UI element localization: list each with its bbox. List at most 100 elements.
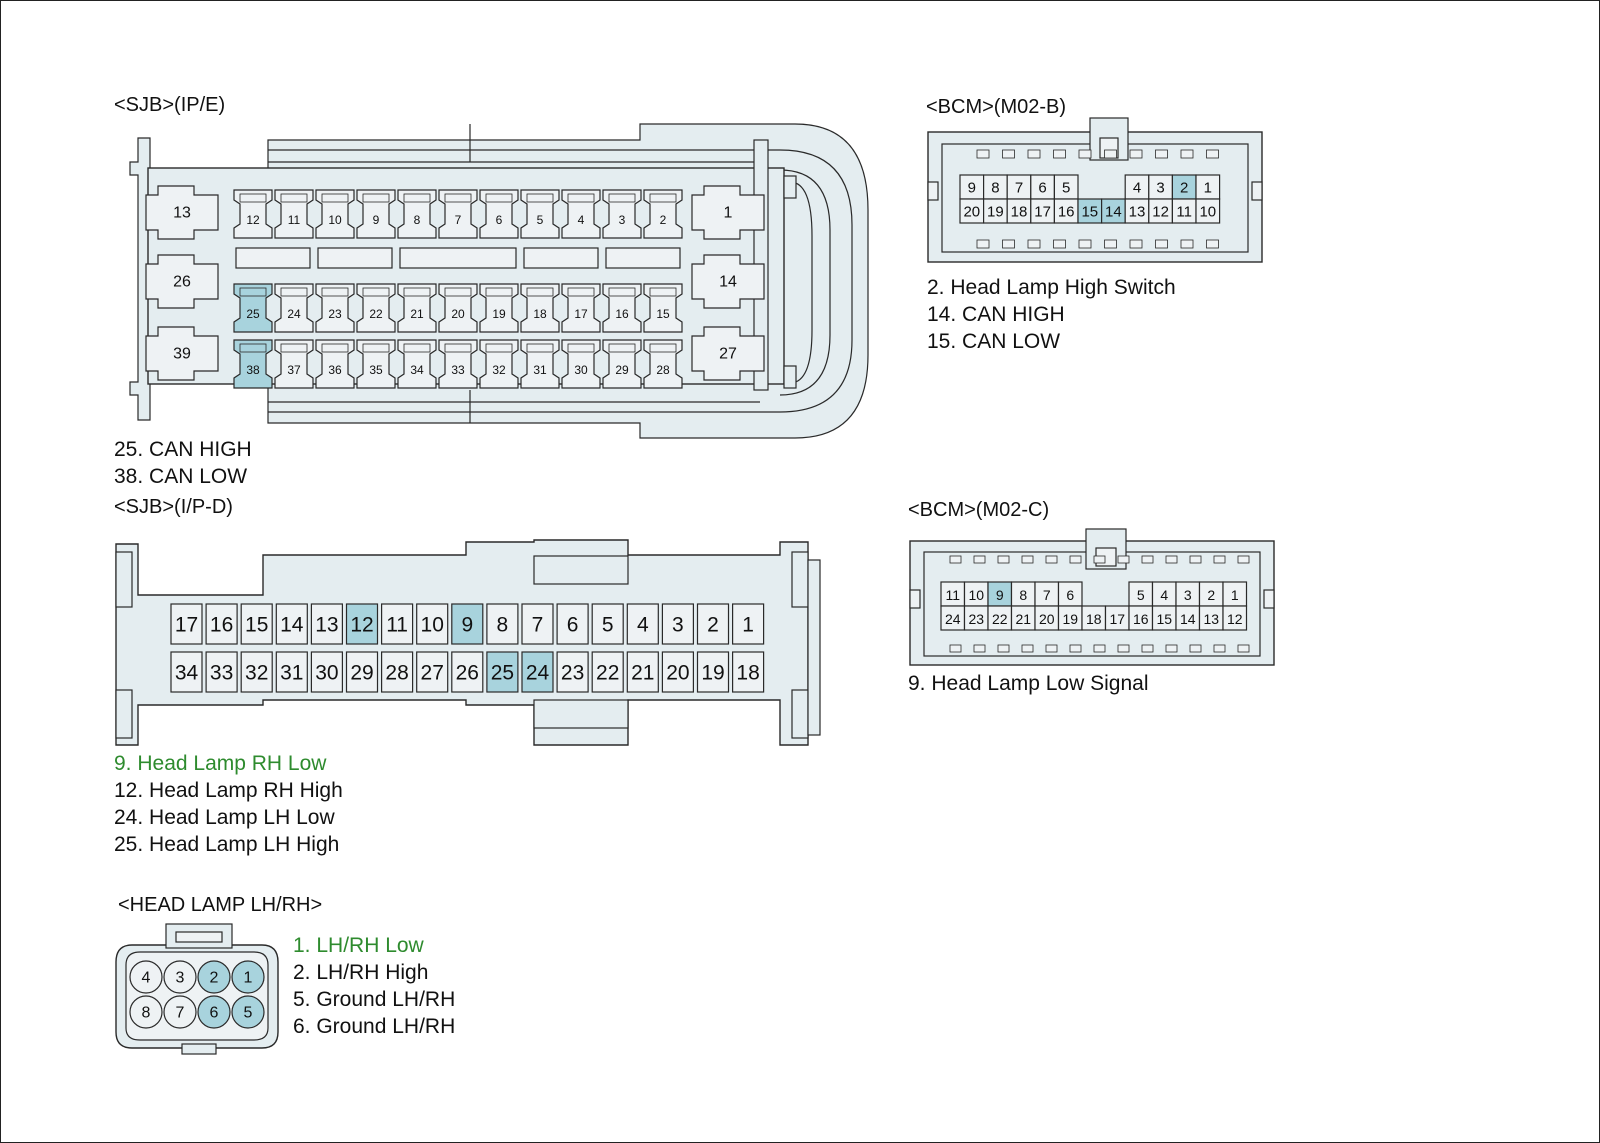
bcm-b-tooth-top-2	[1027, 149, 1041, 159]
ipe-pin-13-label: 13	[173, 205, 191, 222]
ipe-latch-arc	[779, 169, 831, 396]
ipd-pin-label-3: 3	[672, 614, 684, 637]
lamp-pin-label-1: 1	[244, 970, 253, 987]
ipd-pin-25	[486, 651, 519, 693]
bcm-c-pin-label-23: 23	[968, 611, 984, 627]
ipe-pin-latch-35	[362, 343, 390, 353]
lamp-pin-7	[163, 995, 197, 1029]
bcm-c-tooth-bottom-0	[949, 644, 962, 653]
bcm-b-pin-label-2: 2	[1180, 180, 1188, 197]
bcm-b-pin-label-6: 6	[1038, 180, 1046, 197]
ipd-pin-label-1: 1	[742, 614, 754, 637]
ipe-pin-label-18: 18	[533, 307, 547, 321]
ipe-pin-label-33: 33	[451, 363, 465, 377]
bcm-b-tooth-bottom-0	[976, 239, 990, 249]
ipe-pin-label-24: 24	[287, 307, 301, 321]
ipe-pin-39-label: 39	[173, 346, 191, 363]
ipe-pin-label-35: 35	[369, 363, 383, 377]
ipe-latch-inner	[268, 149, 853, 413]
ipd-right-rail-2	[791, 689, 809, 739]
lamp-pin-label-7: 7	[176, 1005, 185, 1022]
ipe-pin-latch-28	[649, 343, 677, 353]
ipe-pin-latch-20	[444, 287, 472, 297]
ipd-key-bottom	[533, 699, 629, 729]
bcm-c-pin-label-20: 20	[1039, 611, 1055, 627]
ipd-pin-13	[310, 603, 343, 645]
bcm-c-pin-label-2: 2	[1207, 587, 1215, 603]
ipe-pin-label-5: 5	[537, 213, 544, 227]
ipe-pin-latch-16	[608, 287, 636, 297]
bcm-c-tooth-bottom-11	[1213, 644, 1226, 653]
ipd-pin-21	[626, 651, 659, 693]
bcm-b-pin-label-5: 5	[1062, 180, 1070, 197]
bcm-c-tooth-top-2	[997, 555, 1010, 564]
ipe-pin-14	[691, 254, 765, 309]
bcm-b-tooth-top-9	[1206, 149, 1219, 159]
bcm-b-tooth-top-0	[976, 149, 990, 159]
ipd-pin-label-13: 13	[315, 614, 338, 637]
bcm-c-tooth-top-9	[1165, 555, 1178, 564]
bcm-c-tooth-top-10	[1189, 555, 1202, 564]
ipe-pin-latch-10	[321, 193, 349, 203]
ipd-pin-34	[170, 651, 203, 693]
ipe-pin-1-label: 1	[724, 205, 733, 222]
bcm-b-pin-label-8: 8	[991, 180, 999, 197]
ipe-pin-label-6: 6	[496, 213, 503, 227]
lamp-pin-label-5: 5	[244, 1005, 253, 1022]
head-lamp-note-1-suffix: RH Low	[349, 934, 424, 957]
ipe-pin-latch-12	[239, 193, 267, 203]
ipd-pin-3	[661, 603, 695, 645]
lamp-pin-2	[197, 960, 231, 994]
ipe-pin-label-21: 21	[410, 307, 424, 321]
ipe-pin-latch-2	[649, 193, 677, 203]
ipe-pin-latch-33	[444, 343, 472, 353]
ipd-pin-label-16: 16	[210, 614, 233, 637]
ipe-pin-latch-15	[649, 287, 677, 297]
bcm-b-pin-label-11: 11	[1176, 204, 1192, 221]
ipd-pin-28	[381, 651, 414, 693]
ipd-pin-label-2: 2	[707, 614, 719, 637]
bcm-c-tooth-bottom-3	[1021, 644, 1034, 653]
ipd-pin-29	[345, 651, 379, 693]
ipe-pin-label-28: 28	[656, 363, 670, 377]
ipe-slot-4	[523, 247, 599, 269]
bcm-b-side-notch-l	[927, 181, 939, 201]
ipe-pin-14-label: 14	[719, 274, 737, 291]
ipd-pin-label-29: 29	[350, 662, 373, 685]
ipd-pin-label-18: 18	[736, 662, 759, 685]
bcm-c-tooth-bottom-6	[1093, 644, 1106, 653]
bcm-c-title: <BCM>(M02-C)	[908, 499, 1050, 521]
bcm-b-pin-label-4: 4	[1133, 180, 1141, 197]
ipe-pin-label-25: 25	[246, 307, 260, 321]
bcm-b-pin-label-14: 14	[1105, 204, 1122, 221]
bcm-b-pin-label-16: 16	[1058, 204, 1075, 221]
ipd-pin-label-30: 30	[315, 662, 338, 685]
ipd-pin-label-21: 21	[631, 662, 654, 685]
ipe-pin-label-4: 4	[578, 213, 585, 227]
ipe-pin-label-29: 29	[615, 363, 629, 377]
ipd-left-rail-2	[115, 689, 133, 739]
ipe-pin-latch-18	[526, 287, 554, 297]
bcm-c-pin-label-22: 22	[992, 611, 1008, 627]
ipe-right-notch-1	[783, 175, 797, 199]
ipe-latch-arc-2	[789, 181, 813, 384]
bcm-c-pin-12	[1222, 605, 1248, 631]
bcm-b-pin-label-1: 1	[1204, 180, 1212, 197]
ipd-pin-14	[275, 603, 308, 645]
ipe-pin-label-12: 12	[246, 213, 260, 227]
ipe-pin-latch-37	[280, 343, 308, 353]
bcm-c-pin-label-1: 1	[1231, 587, 1239, 603]
bcm-b-side-notch-r	[1251, 181, 1263, 201]
lamp-pin-6	[197, 995, 231, 1029]
ipd-pin-label-22: 22	[596, 662, 619, 685]
ipe-pin-label-3: 3	[619, 213, 626, 227]
ipe-pin-label-17: 17	[574, 307, 588, 321]
bcm-b-tooth-bottom-7	[1155, 239, 1168, 249]
bcm-b-tooth-bottom-9	[1206, 239, 1219, 249]
ipe-pin-label-38: 38	[246, 363, 260, 377]
ipe-slot-5	[605, 247, 681, 269]
bcm-b-pin-label-12: 12	[1152, 204, 1169, 221]
bcm-b-tooth-top-3	[1053, 149, 1066, 159]
ipd-pin-label-6: 6	[567, 614, 579, 637]
bcm-c-pin-label-19: 19	[1062, 611, 1078, 627]
